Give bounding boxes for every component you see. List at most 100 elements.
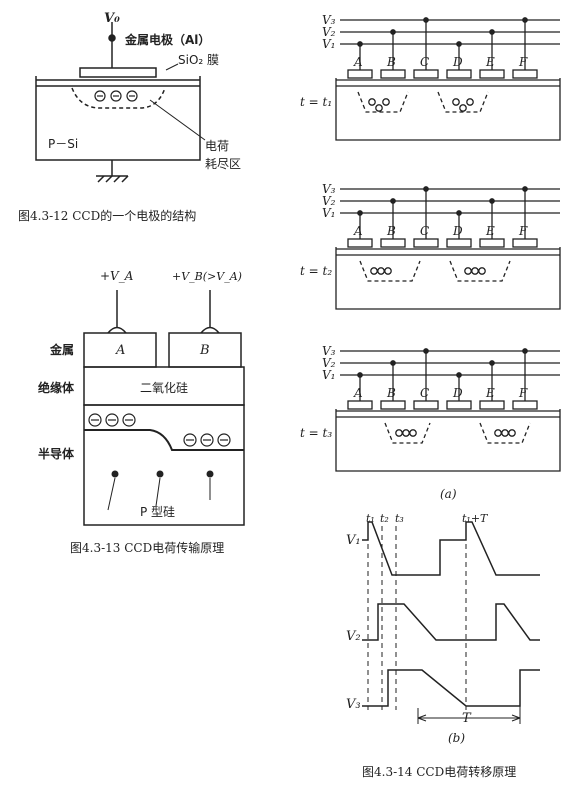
electrode-label-e: E	[485, 386, 495, 400]
v0-label: V₀	[104, 11, 120, 26]
electrode-label-c: C	[420, 386, 429, 400]
electrode-plate	[479, 400, 505, 410]
electrode-label-b: B	[386, 55, 396, 69]
time-label-2: t = t₂	[300, 264, 332, 278]
electrode-plate	[380, 238, 406, 248]
electrode-plate	[380, 69, 406, 79]
ccd-panel-3	[335, 348, 561, 472]
lead-dot	[357, 210, 363, 216]
semiconductor-side-label: 半导体	[38, 446, 75, 461]
electrode-plate	[347, 69, 373, 79]
electrode-label-d: D	[452, 55, 463, 69]
electrode-plate	[512, 238, 538, 248]
electrode-plate	[347, 400, 373, 410]
potential-well	[449, 260, 511, 282]
charge-circle	[368, 98, 376, 106]
semiconductor-layer	[83, 404, 245, 526]
time-label-1: t = t₁	[300, 95, 332, 109]
electrode-plate	[446, 69, 472, 79]
lead-dot	[390, 360, 396, 366]
bus-label-1: V₂	[322, 194, 336, 208]
lead-dot	[522, 348, 528, 354]
bus-label-0: V₃	[322, 182, 336, 196]
electrode-plate	[512, 69, 538, 79]
electrode-label-a: A	[353, 224, 363, 238]
electrode-plate	[413, 400, 439, 410]
lead-dot	[522, 17, 528, 23]
electrode-plate	[413, 69, 439, 79]
period-arrowheads	[417, 714, 521, 722]
bus-label-1: V₂	[322, 25, 336, 39]
fig14-caption: 图4.3-14 CCD电荷转移原理	[362, 764, 516, 779]
charge-label: 电荷	[205, 139, 229, 153]
bus-label-0: V₃	[322, 344, 336, 358]
substrate-box	[335, 409, 561, 472]
charge-circle	[452, 98, 460, 106]
lead-dot	[390, 29, 396, 35]
sio2-label: SiO₂ 膜	[178, 53, 219, 67]
period-label: T	[462, 711, 472, 726]
v2-waveform	[362, 603, 540, 641]
fig14a-sublabel: (a)	[440, 487, 457, 501]
electrode-label-a: A	[353, 55, 363, 69]
v0-terminal	[108, 34, 116, 42]
time-label-3: t = t₃	[300, 426, 332, 440]
ground-hatch	[97, 175, 129, 183]
charge-circle	[409, 429, 417, 437]
bus-label-2: V₁	[322, 206, 335, 220]
vb-terminal	[200, 326, 220, 334]
charge-circle	[395, 429, 403, 437]
p-silicon-label: P 型硅	[140, 505, 175, 519]
electrode-label-a: A	[353, 386, 363, 400]
electrode-label-e: E	[485, 224, 495, 238]
t1T-label: t₁+T	[462, 512, 489, 525]
electrode-plate	[479, 69, 505, 79]
v3-waveform	[362, 669, 540, 707]
t3-label: t₃	[395, 512, 404, 525]
hole-arrow-2	[155, 477, 161, 507]
electrode-label-d: D	[452, 386, 463, 400]
charge-circle	[370, 267, 378, 275]
fig-4-3-12	[35, 22, 206, 183]
vb-label: +V_B(>V_A)	[172, 270, 242, 283]
substrate-outline	[35, 76, 201, 161]
electrode-plate	[413, 238, 439, 248]
electrode-label-d: D	[452, 224, 463, 238]
electrode-plate	[347, 238, 373, 248]
depletion-label: 耗尽区	[205, 157, 241, 171]
charge-circle	[501, 429, 509, 437]
electrode-label-b: B	[386, 224, 396, 238]
charge-circle	[471, 267, 479, 275]
charge-circle	[508, 429, 516, 437]
lead-dot	[456, 210, 462, 216]
charge-circle	[375, 104, 383, 112]
va-terminal	[107, 326, 127, 334]
charge-circle	[459, 104, 467, 112]
lead-dot	[489, 360, 495, 366]
oxide-leader	[165, 63, 179, 71]
charge-circle	[377, 267, 385, 275]
bus-label-2: V₁	[322, 368, 335, 382]
insulator-side-label: 绝缘体	[38, 380, 75, 395]
fig12-caption: 图4.3-12 CCD的一个电极的结构	[18, 208, 196, 223]
lead-dot	[489, 29, 495, 35]
bus-label-0: V₃	[322, 13, 336, 27]
lead-dot	[489, 198, 495, 204]
charge-leader	[149, 99, 206, 141]
electrode-label-f: F	[518, 224, 528, 238]
electrode-a-label: A	[115, 343, 125, 358]
ccd-panel-2	[335, 186, 561, 310]
lead-dot	[390, 198, 396, 204]
holes-13	[111, 470, 214, 478]
depletion-boundary	[71, 87, 166, 109]
charge-circle	[384, 267, 392, 275]
v3-wave-label: V₃	[346, 697, 361, 712]
metal-electrode-label: 金属电极（Al）	[124, 32, 210, 47]
fig-4-3-14b	[362, 521, 540, 724]
va-label: +V_A	[100, 269, 134, 283]
potential-well	[437, 91, 489, 113]
electrode-plate	[479, 238, 505, 248]
v1-wave-label: V₁	[346, 533, 361, 548]
substrate-box	[335, 247, 561, 310]
hole-arrow-1	[107, 477, 116, 511]
